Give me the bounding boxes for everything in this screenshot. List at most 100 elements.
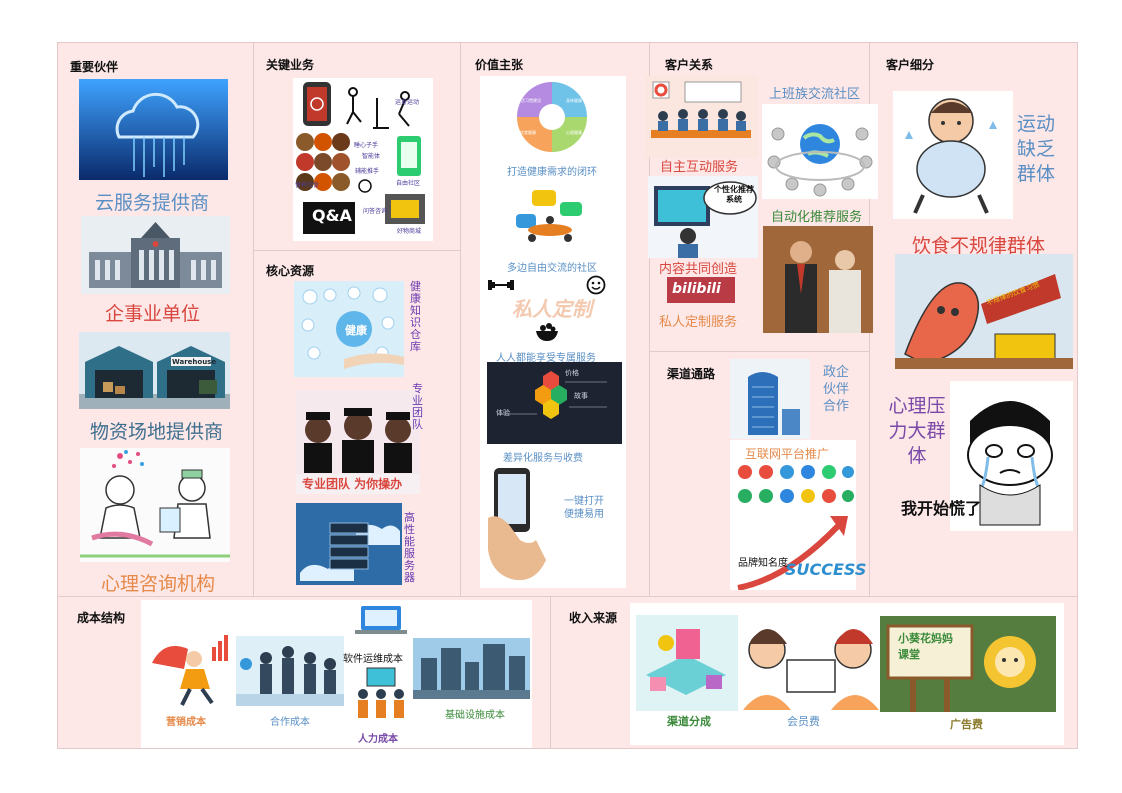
activity-sport: 运身运动	[395, 99, 420, 106]
revenue-cell	[550, 596, 1078, 749]
revenue-channel-label: 渠道分成	[667, 715, 711, 728]
tailor-illustration	[763, 226, 873, 333]
cloud-illustration	[79, 79, 228, 180]
partner-enterprise-label: 企事业单位	[105, 303, 201, 325]
cost-marketing-label: 营销成本	[166, 717, 206, 728]
pie-label-1: 生活习惯建设	[517, 98, 541, 103]
success-arrow-illustration	[734, 510, 854, 590]
resources-heading: 核心资源	[266, 264, 315, 278]
segment-diet-label: 饮食不规律群体	[912, 235, 1046, 257]
partner-psych-label: 心理咨询机构	[101, 573, 216, 595]
activity-community: 自由社区	[396, 180, 421, 187]
bowl-icon	[534, 321, 560, 343]
software-ops-illustration	[355, 604, 407, 636]
resource-health-center: 健康	[345, 324, 367, 337]
cost-coop-label: 合作成本	[270, 717, 310, 728]
cost-infra-label: 基础设施成本	[445, 710, 505, 721]
relation-interact-label: 自主互动服务	[660, 160, 739, 175]
government-building-illustration	[81, 216, 230, 294]
relations-heading: 客户关系	[665, 58, 714, 72]
channel-internet-label: 互联网平台推广	[745, 447, 830, 461]
recommend-bubble: 个性化推荐系统	[714, 185, 754, 204]
activity-ask: 问答咨询	[363, 208, 388, 215]
activities-heading: 关键业务	[266, 58, 315, 72]
value-custom-label: 私人定制	[512, 297, 592, 321]
human-resources-illustration	[353, 664, 409, 726]
sweaty-runner-illustration	[893, 91, 1013, 219]
cost-heading: 成本结构	[77, 611, 126, 625]
bilibili-logo	[667, 277, 735, 303]
panic-caption: 我开始慌了	[901, 499, 982, 518]
relation-custom-label: 私人定制服务	[659, 315, 738, 330]
segment-mental-label: 心理压力大群体	[888, 395, 946, 467]
building-illustration	[730, 359, 810, 439]
segments-heading: 客户细分	[886, 58, 935, 72]
resource-team-banner: 专业团队 为你操办	[302, 477, 403, 491]
resource-kb-label: 健康知识仓库	[410, 280, 421, 353]
activity-mind: 睡心子手	[354, 142, 379, 149]
cooperation-illustration	[236, 636, 344, 706]
professional-team-illustration	[296, 390, 420, 494]
health-loop-pie	[512, 82, 592, 152]
diff-story: 故事	[574, 392, 588, 400]
activity-smart: 智能体	[362, 153, 381, 160]
value-easy-label: 一键打开便捷易用	[564, 496, 604, 520]
community-illustration	[510, 182, 592, 252]
activity-diet: 营养饮食	[295, 182, 320, 189]
stomach-illustration	[895, 254, 1073, 369]
panic-meme-illustration	[950, 381, 1073, 531]
channels-heading: 渠道通路	[667, 367, 716, 381]
partner-cloud-label: 云服务提供商	[95, 192, 210, 214]
channel-success-text: SUCCESS	[785, 560, 867, 579]
relation-recommend-label: 自动化推荐服务	[771, 210, 863, 225]
phone-hand-illustration	[488, 466, 552, 580]
membership-illustration	[743, 614, 879, 710]
relation-office-label: 上班族交流社区	[769, 87, 861, 102]
diff-experience: 体验	[496, 409, 510, 417]
channel-gov-label: 政企伙伴合作	[823, 365, 850, 414]
recommendation-illustration	[648, 176, 758, 258]
activity-shop: 好物商城	[397, 228, 422, 235]
segment-sport-label: 运动缺乏群体	[1017, 113, 1056, 185]
social-icons-grid	[736, 463, 854, 507]
revenue-member-label: 会员费	[787, 715, 820, 728]
resource-server-label: 高性能服务器	[404, 511, 415, 584]
psychological-consult-illustration	[80, 448, 230, 562]
knowledge-base-illustration	[294, 281, 404, 377]
channel-brand-label: 品牌知名度	[738, 558, 788, 569]
advertising-illustration	[880, 616, 1056, 712]
smiley-icon	[586, 275, 606, 295]
cost-software-label: 软件运维成本	[343, 654, 403, 665]
partners-heading: 重要伙伴	[70, 60, 119, 74]
differentiation-illustration	[487, 362, 622, 444]
activity-qa: Q&A	[312, 206, 352, 225]
revenue-ad-label: 广告费	[950, 718, 983, 731]
partner-venue-label: 物资场地提供商	[90, 421, 224, 443]
channel-revenue-illustration	[636, 615, 738, 711]
value-community-label: 多边自由交流的社区	[507, 263, 597, 274]
marketing-illustration	[144, 627, 230, 707]
activity-smart2: 辅能推手	[355, 168, 380, 175]
globe-network-illustration	[762, 104, 878, 199]
warehouse-sign: Warehouse	[172, 358, 217, 366]
dumbbell-icon	[488, 279, 514, 291]
pie-label-2: 身体健康	[566, 98, 582, 103]
diff-price: 价格	[565, 369, 579, 377]
activities-collage	[293, 78, 433, 241]
value-diff-label: 差异化服务与收费	[503, 453, 583, 464]
bilibili-text: bilibili	[672, 281, 721, 297]
pie-label-3: 心理健康	[566, 130, 582, 135]
pie-label-4: 饮食健康	[520, 130, 536, 135]
value-exclusive-label: 人人都能享受专属服务	[496, 353, 596, 364]
office-meeting-illustration	[645, 76, 758, 158]
relation-cocreate-label: 内容共同创造	[659, 262, 738, 277]
value-loop-label: 打造健康需求的闭环	[507, 167, 597, 178]
warehouse-illustration	[79, 332, 230, 409]
resource-team-side: 专业团队	[412, 382, 423, 431]
server-illustration	[296, 503, 402, 585]
cost-human-label: 人力成本	[358, 734, 398, 745]
infrastructure-illustration	[413, 638, 530, 699]
revenue-heading: 收入来源	[569, 611, 618, 625]
value-heading: 价值主张	[475, 58, 524, 72]
ad-board-text: 小葵花妈妈课堂	[898, 632, 953, 661]
